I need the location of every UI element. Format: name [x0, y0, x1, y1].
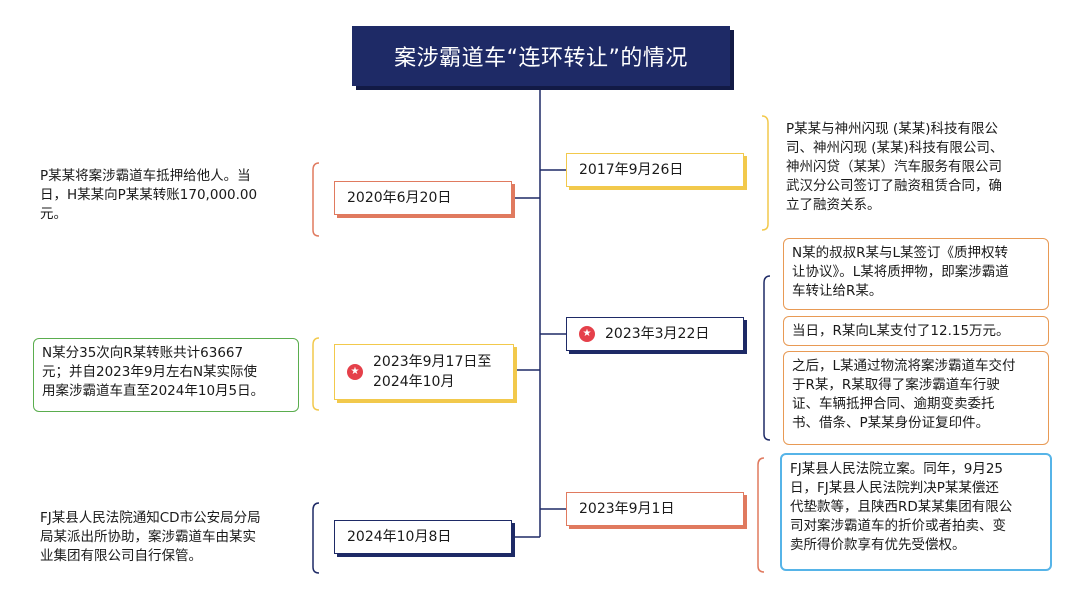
date-box-2023-09-01: 2023年9月1日: [566, 492, 744, 526]
note-right-2023-09: FJ某县人民法院立案。同年，9月25 日，FJ某县人民法院判决P某某偿还 代垫款…: [780, 453, 1052, 571]
bracket-right-2023: [763, 275, 771, 441]
date-label: 2024年10月8日: [347, 529, 452, 545]
date-box-2020: 2020年6月20日: [334, 181, 512, 215]
date-label: 2023年3月22日: [605, 326, 710, 342]
note-left-2024: FJ某县人民法院通知CD市公安局分局 局某派出所协助，案涉霸道车由某实 业集团有…: [40, 510, 261, 564]
star-badge-icon: ★: [579, 326, 595, 342]
date-box-2017: 2017年9月26日: [566, 153, 744, 187]
page-title: 案涉霸道车“连环转让”的情况: [352, 26, 730, 86]
bracket-left-2020: [312, 162, 320, 237]
date-label: 2023年9月17日至 2024年10月: [373, 354, 492, 390]
note-right-2023-b: 当日，R某向L某支付了12.15万元。: [783, 316, 1049, 346]
bracket-right-2023-09: [757, 457, 765, 573]
note-right-2023-a: N某的叔叔R某与L某签订《质押权转 让协议》。L某将质押物，即案涉霸道 车转让给…: [783, 238, 1049, 310]
bracket-left-2024: [312, 502, 320, 574]
date-box-2024: 2024年10月8日: [334, 520, 512, 554]
date-label: 2023年9月1日: [579, 501, 675, 517]
note-right-2017: P某某与神州闪现 (某某)科技有限公 司、神州闪现 (某某)科技有限公司、 神州…: [786, 121, 1004, 213]
note-left-2020: P某某将案涉霸道车抵押给他人。当 日，H某某向P某某转账170,000.00 元…: [40, 168, 258, 222]
date-box-2023-03: ★ 2023年3月22日: [566, 317, 744, 351]
bracket-right-2017: [761, 115, 769, 231]
note-left-2023: N某分35次向R某转账共计63667 元；并自2023年9月左右N某实际使 用案…: [33, 338, 299, 412]
note-right-2023-c: 之后，L某通过物流将案涉霸道车交付 于R某，R某取得了案涉霸道车行驶 证、车辆抵…: [783, 351, 1049, 445]
bracket-left-2023: [312, 337, 320, 411]
date-label: 2017年9月26日: [579, 162, 684, 178]
star-badge-icon: ★: [347, 364, 363, 380]
date-box-2023-09-17: ★ 2023年9月17日至 2024年10月: [334, 344, 514, 400]
date-label: 2020年6月20日: [347, 190, 452, 206]
